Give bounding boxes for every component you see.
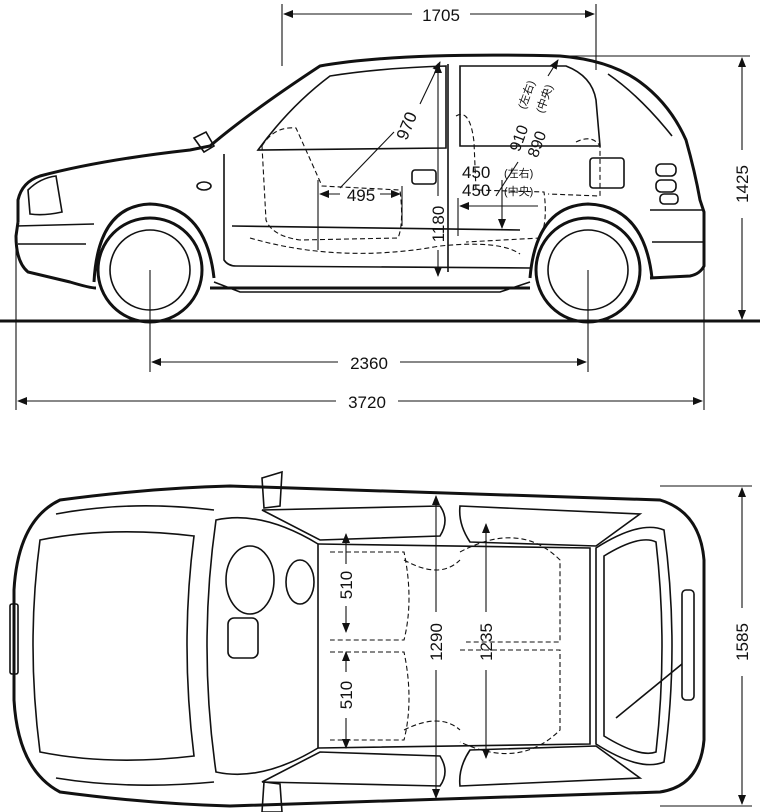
dim-510-lower-label: 510 — [337, 681, 356, 709]
dim-970-label: 970 — [393, 109, 421, 142]
dim-3720: 3720 — [15, 244, 705, 412]
dim-495: 495 — [317, 180, 403, 250]
dim-890-note: (中央) — [534, 83, 556, 115]
dim-910-note: (左右) — [515, 78, 538, 110]
side-view: 1705 1425 2360 3720 — [0, 4, 760, 412]
dim-1180-label: 1180 — [429, 206, 448, 243]
dim-1180: 1180 — [429, 63, 448, 277]
top-view: 510 510 1290 1235 1585 — [9, 470, 752, 812]
dim-450: 450 (左右) 450 (中央) — [457, 163, 538, 236]
dim-3720-label: 3720 — [348, 393, 386, 412]
dim-450-c-label: 450 — [462, 181, 490, 200]
dim-495-label: 495 — [347, 186, 375, 205]
dim-510-lower: 510 — [337, 651, 356, 749]
dim-1585: 1585 — [660, 485, 752, 807]
dim-450-lr-note: (左右) — [504, 166, 533, 180]
side-body-outline — [14, 53, 706, 293]
dim-510-upper-label: 510 — [337, 571, 356, 599]
dim-510-upper: 510 — [337, 533, 356, 633]
dim-1425: 1425 — [566, 55, 752, 322]
dim-1705-label: 1705 — [422, 6, 460, 25]
dim-450-c-note: (中央) — [504, 185, 533, 198]
dim-2360: 2360 — [149, 270, 589, 373]
dim-1235-label: 1235 — [477, 623, 496, 661]
side-interior-seats — [249, 114, 601, 255]
dim-1235: 1235 — [477, 523, 496, 759]
dim-1585-label: 1585 — [733, 623, 752, 661]
top-body-outline — [9, 470, 706, 812]
dim-2360-label: 2360 — [350, 354, 388, 373]
dim-1290-label: 1290 — [427, 623, 446, 661]
dim-450-lr-label: 450 — [462, 163, 490, 182]
top-interior-seats — [225, 537, 561, 754]
dim-1290: 1290 — [427, 495, 446, 799]
dim-1705: 1705 — [281, 4, 597, 70]
dim-970: 970 — [339, 61, 441, 189]
dim-1425-label: 1425 — [733, 165, 752, 203]
